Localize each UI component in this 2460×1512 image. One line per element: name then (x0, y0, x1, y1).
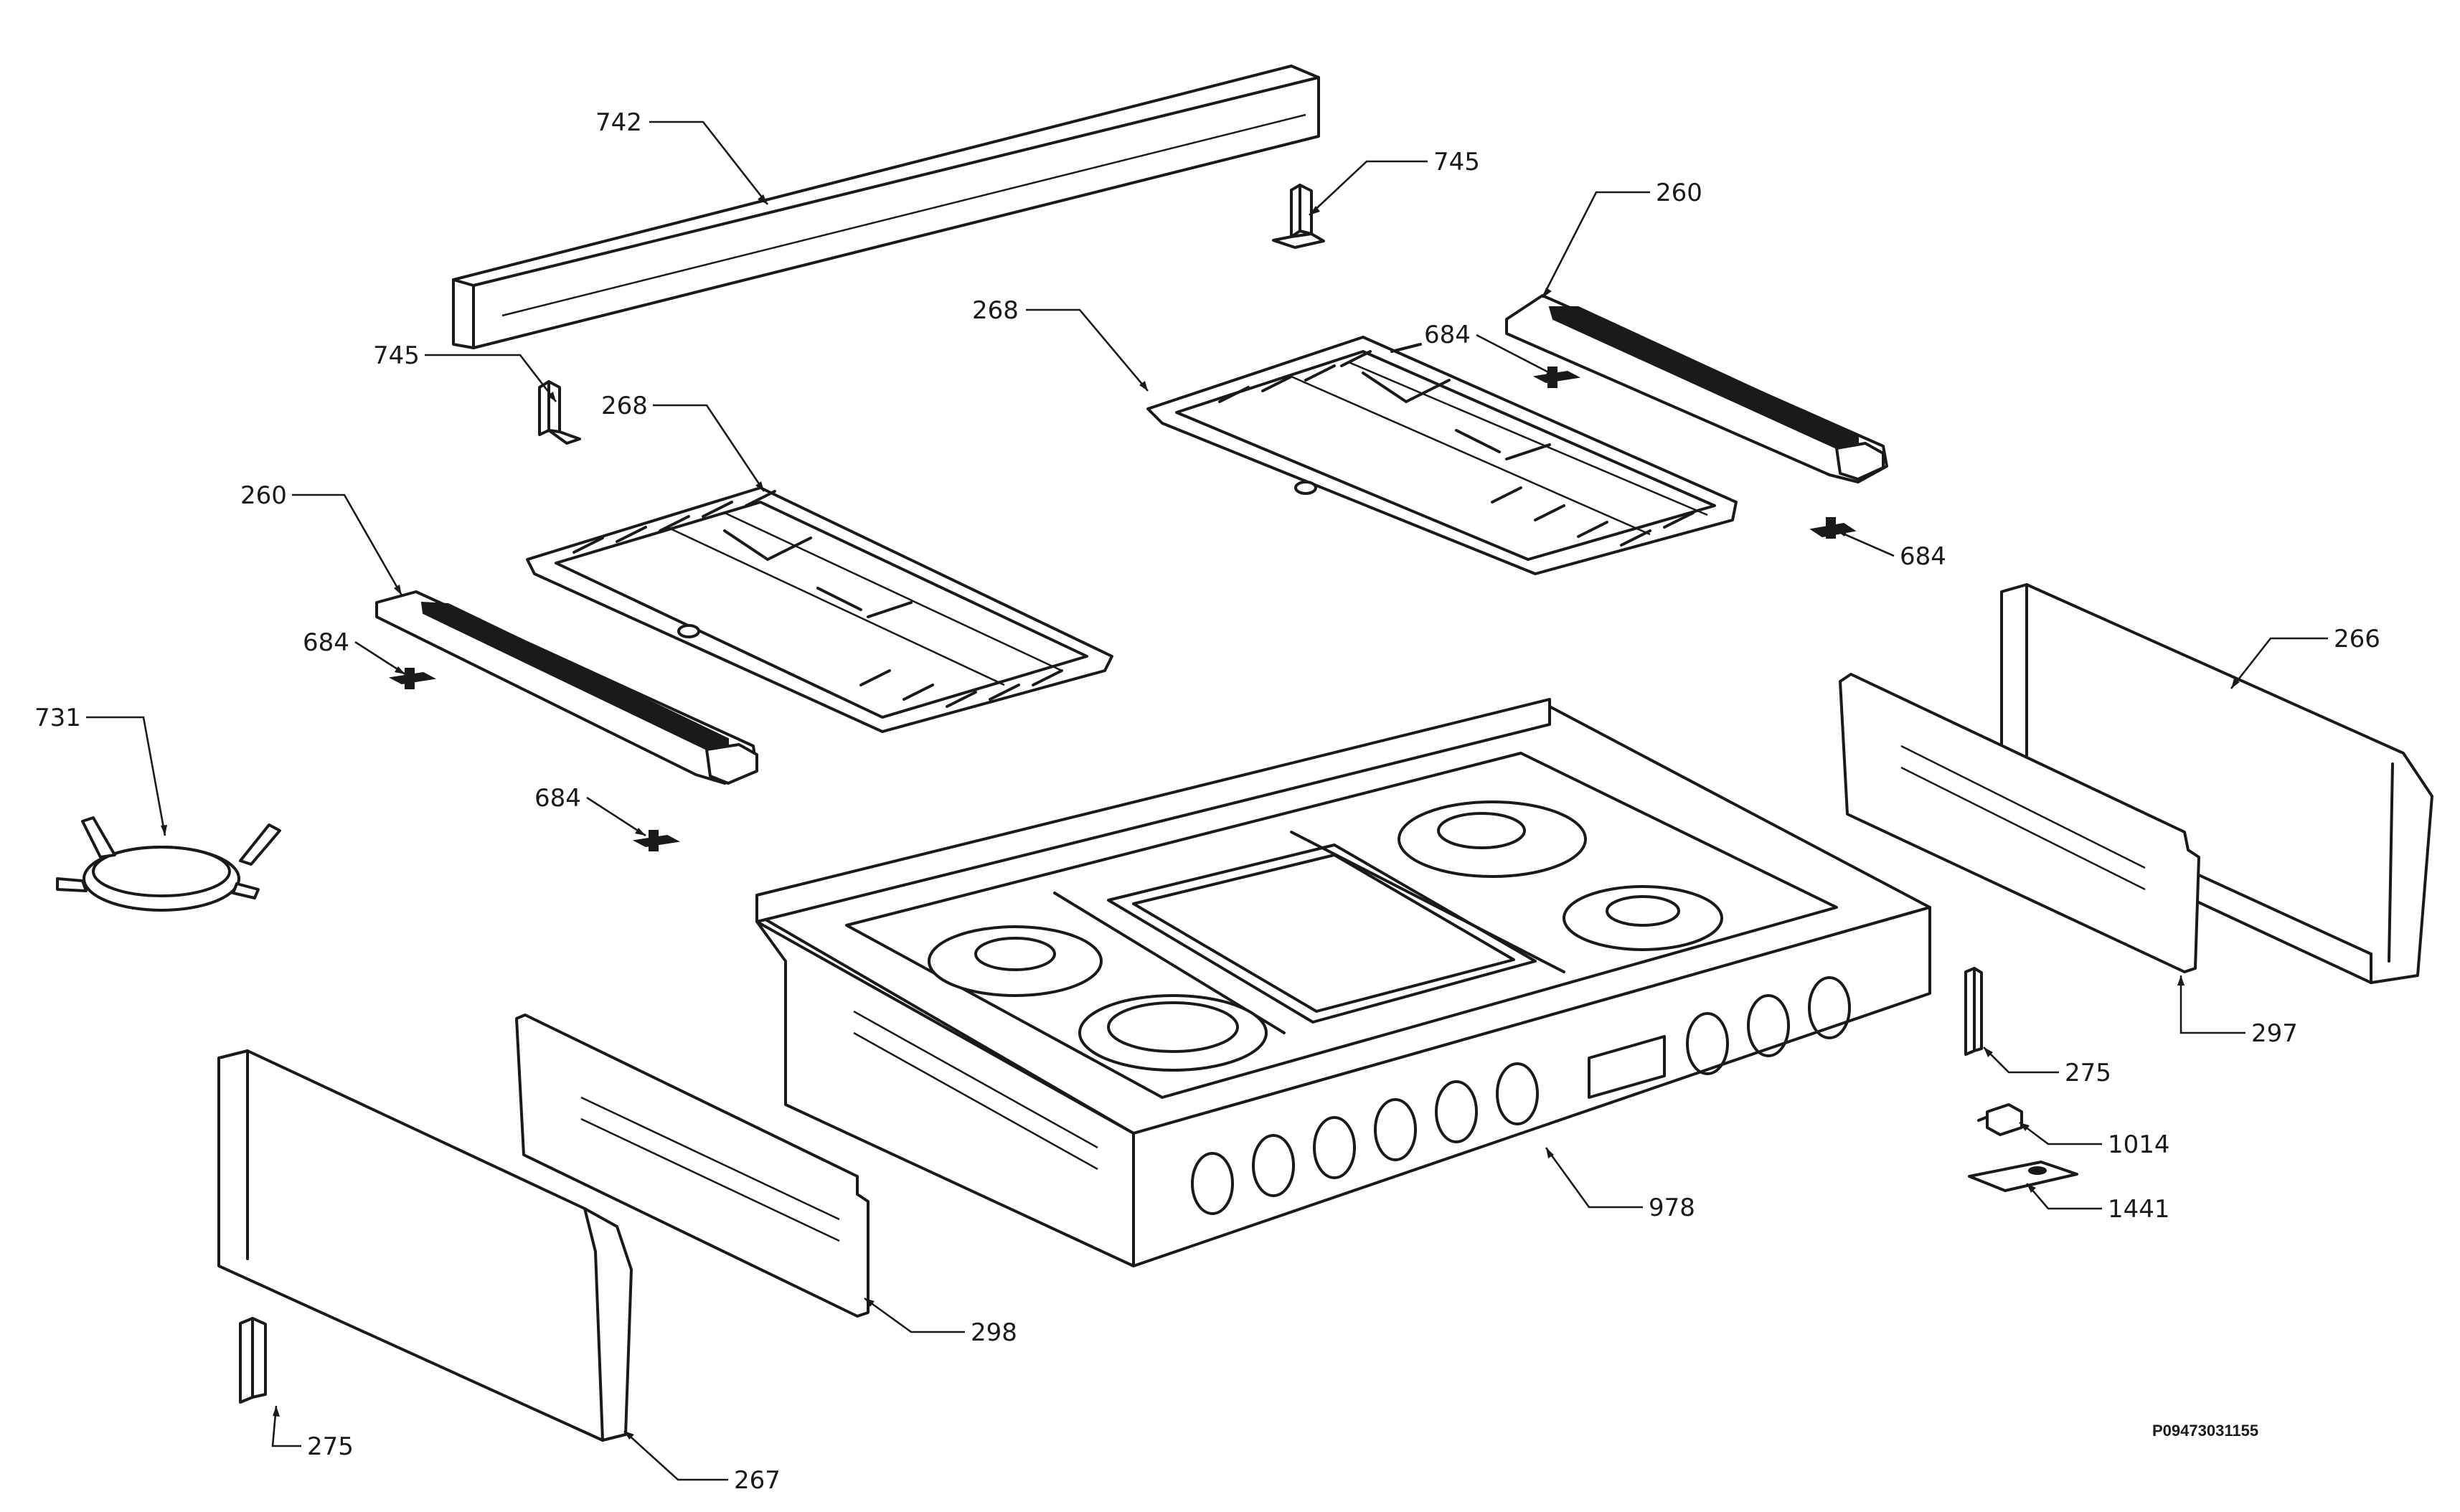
callout-298: 298 (971, 1318, 1017, 1347)
part-bracket-right (1272, 184, 1325, 249)
callout-275-left: 275 (307, 1432, 354, 1461)
part-side-bracket-right (1839, 673, 2200, 973)
callout-745-left: 745 (373, 341, 420, 370)
callout-260-left: 260 (240, 481, 287, 510)
callout-1441: 1441 (2108, 1195, 2170, 1224)
callout-745-top: 745 (1433, 148, 1480, 176)
part-backguard-trim (452, 65, 1320, 349)
callout-684-left: 684 (303, 628, 349, 657)
part-clip-right (1809, 517, 1857, 539)
part-hinge-left (239, 1317, 267, 1404)
part-clip-center (632, 830, 681, 851)
callout-684-center: 684 (534, 784, 581, 813)
callout-260-right: 260 (1656, 179, 1702, 207)
callout-684-upper-right: 684 (1424, 321, 1471, 349)
callout-742: 742 (595, 108, 642, 137)
part-bracket-left (538, 380, 581, 445)
callout-297: 297 (2251, 1019, 2298, 1048)
part-cooktop-frame (755, 698, 1931, 1267)
callout-731: 731 (34, 704, 81, 732)
drawing-code: P09473031155 (2152, 1422, 2258, 1440)
callout-978: 978 (1649, 1194, 1695, 1222)
callout-267: 267 (734, 1466, 781, 1495)
callout-268-left: 268 (601, 392, 648, 420)
part-switch (1977, 1103, 2023, 1136)
part-clip-upper-right (1532, 367, 1581, 388)
part-plate (1968, 1161, 2078, 1192)
leader-arrowheads (161, 194, 2240, 1440)
leader-lines (86, 121, 2328, 1481)
part-hinge-right (1964, 967, 1983, 1056)
part-clip-left (388, 668, 437, 689)
callout-labels: 742 745 745 260 268 268 684 684 260 684 … (34, 108, 2380, 1495)
part-side-trim-left (375, 590, 758, 785)
callout-266: 266 (2334, 625, 2380, 653)
part-burner-grate-right (1146, 336, 1738, 575)
callout-684-right: 684 (1900, 542, 1946, 571)
part-end-panel-left (217, 1049, 633, 1442)
part-wok-ring (56, 816, 281, 912)
callout-268-right: 268 (972, 296, 1019, 325)
callout-275-right: 275 (2065, 1059, 2111, 1087)
part-side-bracket-left (515, 1013, 870, 1318)
callout-1014: 1014 (2108, 1130, 2170, 1159)
part-side-trim-right (1505, 294, 1888, 483)
